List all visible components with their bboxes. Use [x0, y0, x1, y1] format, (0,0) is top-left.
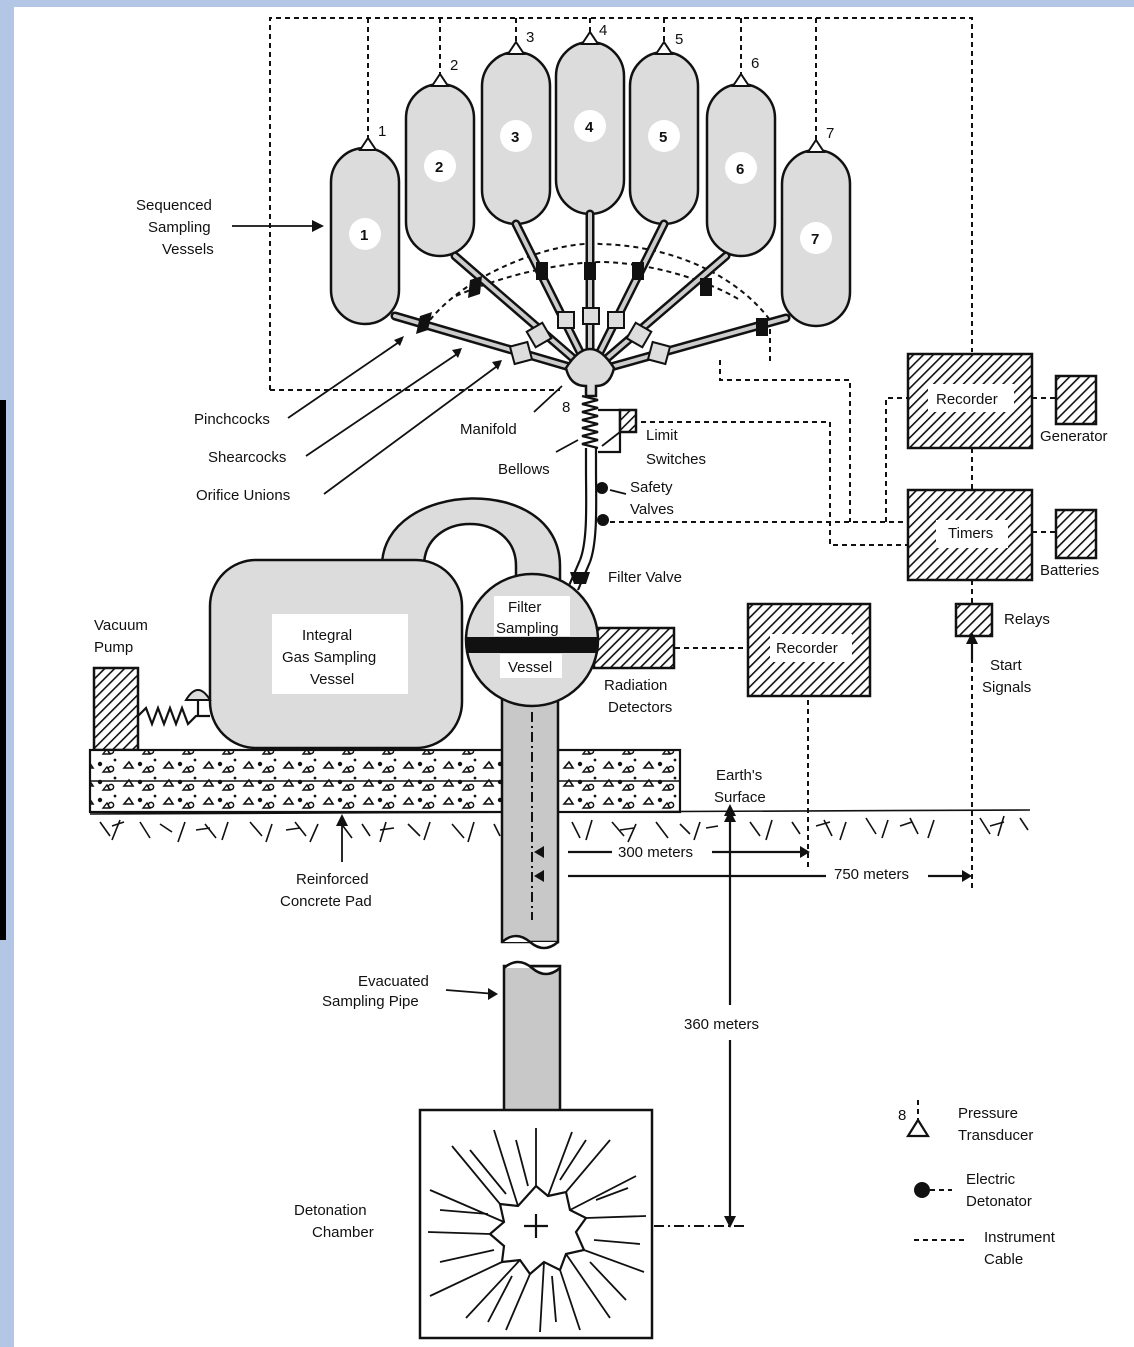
manifold-label: Manifold [460, 421, 517, 438]
generator-box [1056, 376, 1096, 424]
manifold-assembly: 8 [562, 349, 636, 590]
integral-vessel-line-1: Integral [302, 627, 352, 644]
vertical-pipe-lower [504, 966, 560, 1120]
radiation-detectors-line-2: Detectors [608, 699, 672, 716]
filter-sampling-vessel-assembly: Filter Sampling Vessel [466, 574, 598, 1126]
vessel-number-5: 5 [659, 129, 667, 146]
vessel-number-7: 7 [811, 231, 819, 248]
vessel-number-3: 3 [511, 129, 519, 146]
detonation-chamber-line-1: Detonation [294, 1202, 367, 1219]
relays-box [956, 604, 992, 636]
vacuum-pump-line-2: Pump [94, 639, 133, 656]
manifold-transducer-number: 8 [562, 399, 570, 416]
filter-vessel-line-1: Filter [508, 599, 541, 616]
start-signals-line-1: Start [990, 657, 1023, 674]
transducer-number-6: 6 [751, 55, 759, 72]
integral-vessel-line-3: Vessel [310, 671, 354, 688]
limit-switch-box [620, 410, 636, 432]
sampling-pipe-line-1: Evacuated [358, 973, 429, 990]
transducer-number-7: 7 [826, 125, 834, 142]
legend-cable-line-1: Instrument [984, 1229, 1056, 1246]
sequenced-label-line-3: Vessels [162, 241, 214, 258]
radiation-detector-box [594, 628, 674, 668]
legend-detonator-line-1: Electric [966, 1171, 1016, 1188]
transducer-number-2: 2 [450, 57, 458, 74]
filter-valve [570, 572, 590, 584]
bellows-label: Bellows [498, 461, 550, 478]
safety-valves-line-2: Valves [630, 501, 674, 518]
batteries-label: Batteries [1040, 562, 1099, 579]
concrete-pad-line-1: Reinforced [296, 871, 369, 888]
dimension-360-label: 360 meters [684, 1016, 759, 1033]
concrete-pad [90, 750, 680, 812]
filter-vessel-line-3: Vessel [508, 659, 552, 676]
start-signals-line-2: Signals [982, 679, 1031, 696]
transducer-number-5: 5 [675, 31, 683, 48]
vessel-number-2: 2 [435, 159, 443, 176]
detonation-chamber: Detonation Chamber [294, 1110, 652, 1338]
vessel-number-4: 4 [585, 119, 594, 136]
transducer-number-4: 4 [599, 22, 607, 39]
pinchcocks-label: Pinchcocks [194, 411, 270, 428]
recorder-mid-label: Recorder [776, 640, 838, 657]
vacuum-pump-line-1: Vacuum [94, 617, 148, 634]
transducer-number-1: 1 [378, 123, 386, 140]
safety-valves-line-1: Safety [630, 479, 673, 496]
radiation-detectors-line-1: Radiation [604, 677, 667, 694]
vacuum-pump-box [94, 668, 138, 750]
legend-cable-line-2: Cable [984, 1251, 1023, 1268]
safety-valve-1 [596, 482, 608, 494]
sequenced-label-line-1: Sequenced [136, 197, 212, 214]
legend-detonator-line-2: Detonator [966, 1193, 1032, 1210]
relays-label: Relays [1004, 611, 1050, 628]
legend-pressure-line-1: Pressure [958, 1105, 1018, 1122]
detonation-chamber-line-2: Chamber [312, 1224, 374, 1241]
legend-transducer-number: 8 [898, 1107, 906, 1124]
concrete-pad-line-2: Concrete Pad [280, 893, 372, 910]
earth-surface-hatching [90, 810, 1030, 842]
electric-detonator-symbol [914, 1182, 952, 1198]
vertical-pipe-upper [502, 666, 558, 942]
transducer-number-3: 3 [526, 29, 534, 46]
sequenced-label-line-2: Sampling [148, 219, 211, 236]
pressure-transducer-symbol: 8 [898, 1100, 928, 1136]
generator-label: Generator [1040, 428, 1108, 445]
bellows [582, 396, 598, 448]
sampling-pipe-line-2: Sampling Pipe [322, 993, 419, 1010]
vessel-number-6: 6 [736, 161, 744, 178]
limit-switches-line-1: Limit [646, 427, 679, 444]
earths-surface-line-2: Surface [714, 789, 766, 806]
filter-vessel-line-2: Sampling [496, 620, 559, 637]
legend-pressure-line-2: Transducer [958, 1127, 1033, 1144]
orifice-unions-label: Orifice Unions [196, 487, 290, 504]
filter-valve-label: Filter Valve [608, 569, 682, 586]
dimension-750-label: 750 meters [834, 866, 909, 883]
earths-surface-line-1: Earth's [716, 767, 762, 784]
batteries-box [1056, 510, 1096, 558]
recorder-top-label: Recorder [936, 391, 998, 408]
safety-valve-2 [597, 514, 609, 526]
legend: 8 Pressure Transducer Electric Detonator… [898, 1100, 1056, 1268]
control-equipment: Recorder Generator Timers Batteries Rela… [594, 354, 1108, 716]
integral-vessel-line-2: Gas Sampling [282, 649, 376, 666]
vessel-number-1: 1 [360, 227, 368, 244]
dimension-300-label: 300 meters [618, 844, 693, 861]
shearcocks-label: Shearcocks [208, 449, 286, 466]
limit-switches-line-2: Switches [646, 451, 706, 468]
timers-label: Timers [948, 525, 993, 542]
